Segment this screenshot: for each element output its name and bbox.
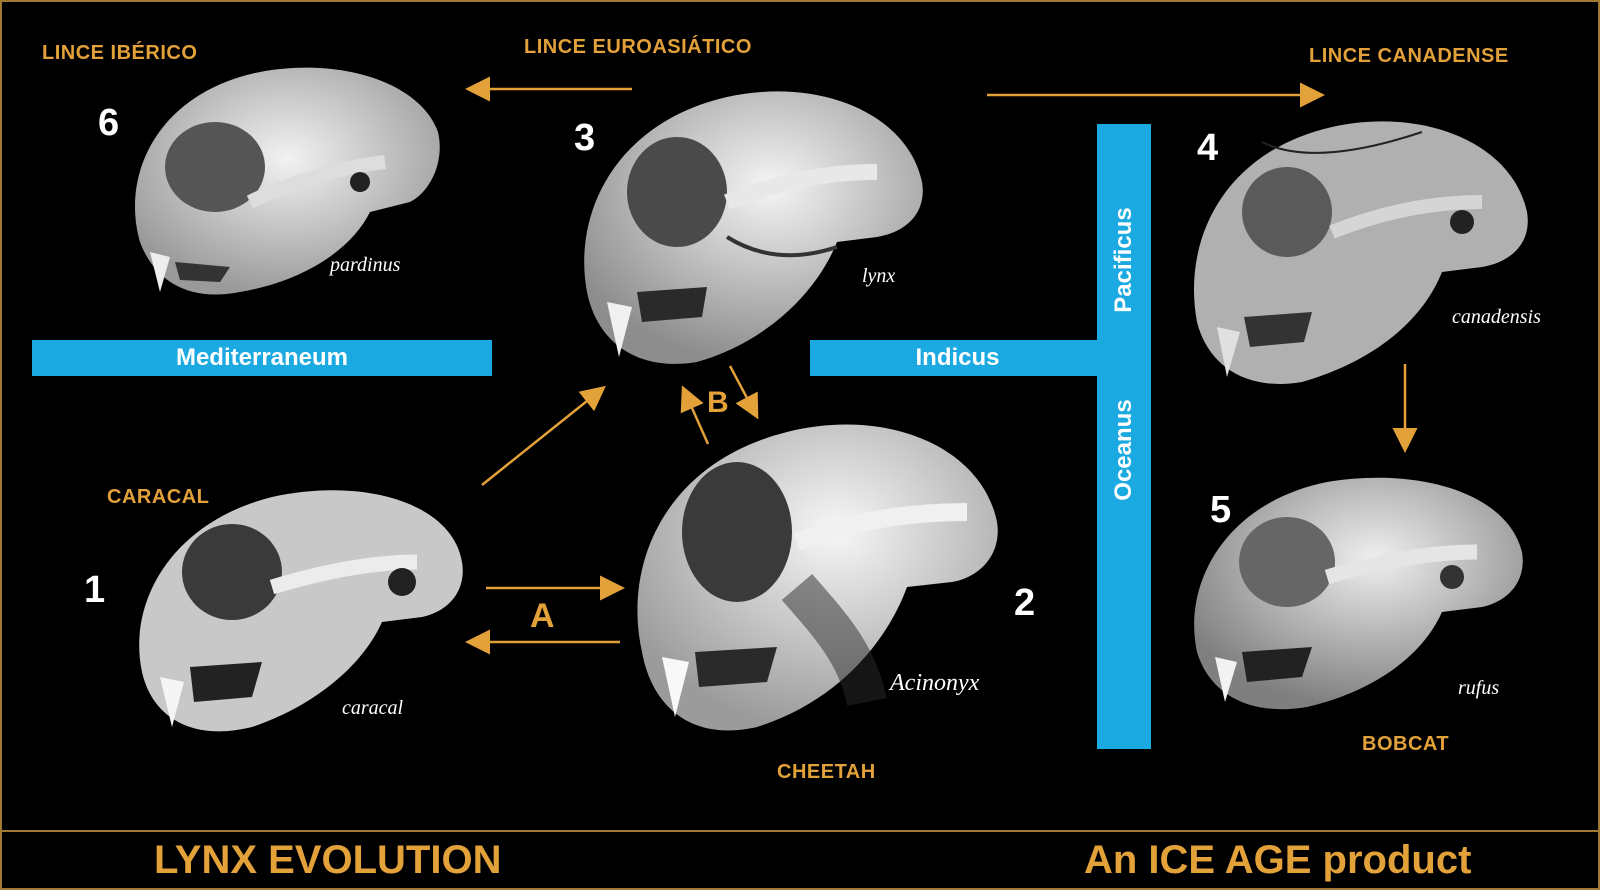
species-pardinus: pardinus	[330, 254, 400, 277]
label-cheetah: CHEETAH	[777, 761, 876, 784]
label-lince-iberico: LINCE IBÉRICO	[42, 42, 197, 65]
number-3: 3	[574, 117, 595, 160]
label-lince-euroasiatico: LINCE EUROASIÁTICO	[524, 36, 752, 59]
label-lince-canadense: LINCE CANADENSE	[1309, 45, 1509, 68]
skull-canadensis-image	[1182, 102, 1542, 392]
footer-credit: An ICE AGE product	[1084, 838, 1471, 883]
footer-divider	[2, 830, 1600, 832]
transition-b: B	[707, 386, 729, 420]
sea-indicus-label: Indicus	[915, 344, 999, 372]
footer-title: LYNX EVOLUTION	[154, 838, 501, 883]
sea-mediterraneum-label: Mediterraneum	[176, 344, 348, 372]
label-bobcat: BOBCAT	[1362, 733, 1449, 756]
skull-pardinus-image	[120, 52, 450, 312]
number-5: 5	[1210, 489, 1231, 532]
number-2: 2	[1014, 582, 1035, 625]
number-4: 4	[1197, 127, 1218, 170]
number-6: 6	[98, 102, 119, 145]
sea-mediterraneum-bar: Mediterraneum	[32, 340, 492, 376]
sea-pacificus-label: Pacificus	[1110, 200, 1138, 320]
transition-a: A	[530, 597, 555, 636]
species-lynx: lynx	[862, 265, 895, 288]
species-acinonyx: Acinonyx	[890, 670, 979, 697]
arrow-1-to-3	[482, 389, 602, 485]
species-caracal: caracal	[342, 697, 403, 720]
species-rufus: rufus	[1458, 677, 1499, 700]
label-caracal: CARACAL	[107, 486, 209, 509]
sea-oceanus-label: Oceanus	[1110, 390, 1138, 510]
species-canadensis: canadensis	[1452, 306, 1541, 329]
skull-lynx-image	[577, 72, 937, 372]
sea-indicus-bar: Indicus	[810, 340, 1105, 376]
number-1: 1	[84, 569, 105, 612]
